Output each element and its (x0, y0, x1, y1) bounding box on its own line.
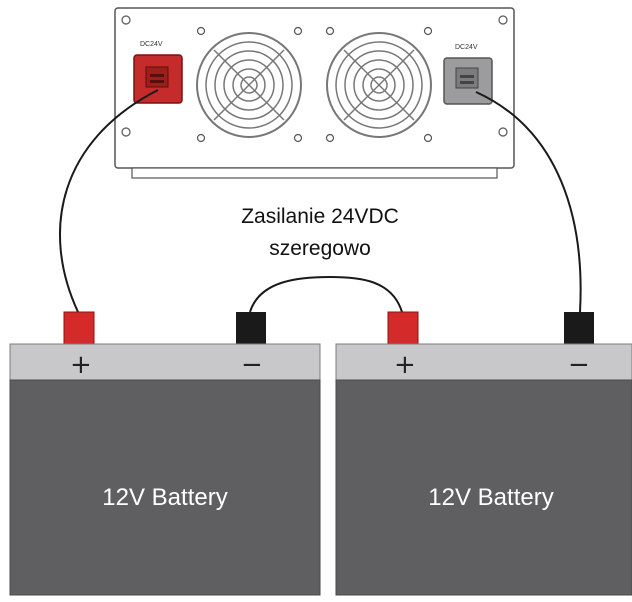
cables (59, 89, 582, 313)
dc-port-right: DC24V (443, 44, 493, 105)
battery-right-plus-sign: + (394, 350, 416, 380)
fan-right (326, 32, 432, 138)
battery-left: + − (9, 311, 321, 596)
caption-line-2: szeregowo (269, 237, 371, 260)
cable-negative (475, 91, 582, 313)
dc-port-left: DC24V (133, 41, 183, 104)
inverter-base (131, 167, 498, 179)
caption-line-1: Zasilanie 24VDC (241, 205, 399, 228)
battery-left-lid (9, 343, 321, 381)
battery-right-positive-terminal (387, 311, 419, 345)
battery-left-positive-terminal (63, 311, 95, 345)
dc-port-left-label: DC24V (140, 41, 163, 48)
battery-right-label: 12V Battery (428, 484, 554, 511)
dc-port-right-label: DC24V (455, 44, 478, 51)
battery-left-minus-sign: − (241, 350, 263, 380)
fan-left (196, 32, 302, 138)
battery-left-plus-sign: + (70, 350, 92, 380)
battery-left-label: 12V Battery (102, 484, 228, 511)
inverter-screws (121, 15, 508, 143)
battery-right-negative-terminal (564, 312, 594, 344)
battery-right-body (335, 379, 632, 596)
cable-positive (59, 89, 159, 313)
battery-right: + − (335, 311, 632, 596)
cable-series-link (249, 275, 403, 313)
inverter: DC24V DC24V (114, 7, 515, 179)
battery-left-body (9, 379, 321, 596)
battery-right-minus-sign: − (568, 350, 590, 380)
battery-left-negative-terminal (236, 312, 266, 344)
